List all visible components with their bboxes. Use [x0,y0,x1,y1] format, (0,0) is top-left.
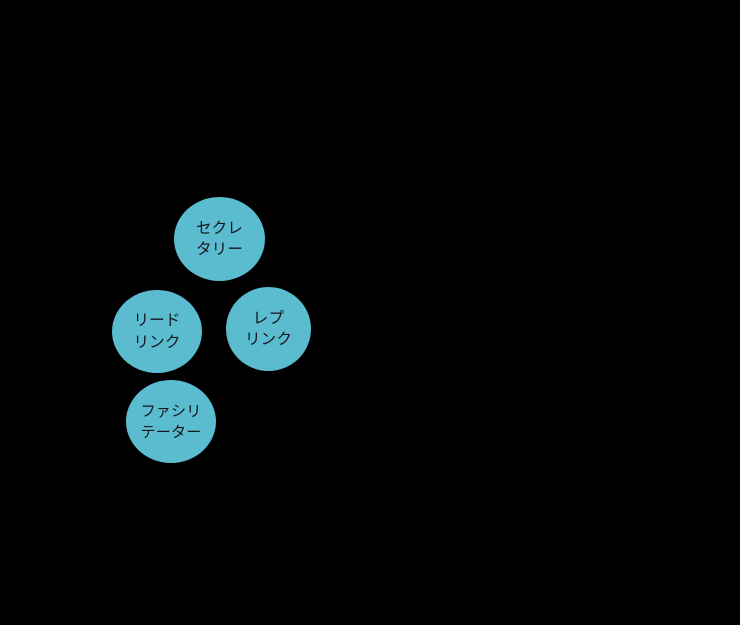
role-label-facilitator-line1: ファシリ [140,401,202,420]
role-label-rep-link-line1: レプ [252,308,285,327]
role-circle-secretary[interactable]: セクレ タリー [174,197,265,281]
role-label-lead-link: リード リンク [133,310,180,353]
role-label-secretary-line1: セクレ [195,218,244,237]
role-label-secretary: セクレ タリー [196,218,243,261]
role-label-rep-link: レプ リンク [245,308,292,351]
role-label-secretary-line2: タリー [195,240,244,258]
role-label-facilitator-line2: テーター [140,422,202,441]
role-circle-rep-link[interactable]: レプ リンク [226,287,311,371]
role-circle-facilitator[interactable]: ファシリ テーター [126,380,216,463]
role-label-lead-link-line2: リンク [133,332,181,351]
role-label-lead-link-line1: リード [133,311,181,330]
role-label-facilitator: ファシリ テーター [141,401,202,442]
role-circle-lead-link[interactable]: リード リンク [112,290,202,373]
role-label-rep-link-line2: リンク [244,330,293,348]
